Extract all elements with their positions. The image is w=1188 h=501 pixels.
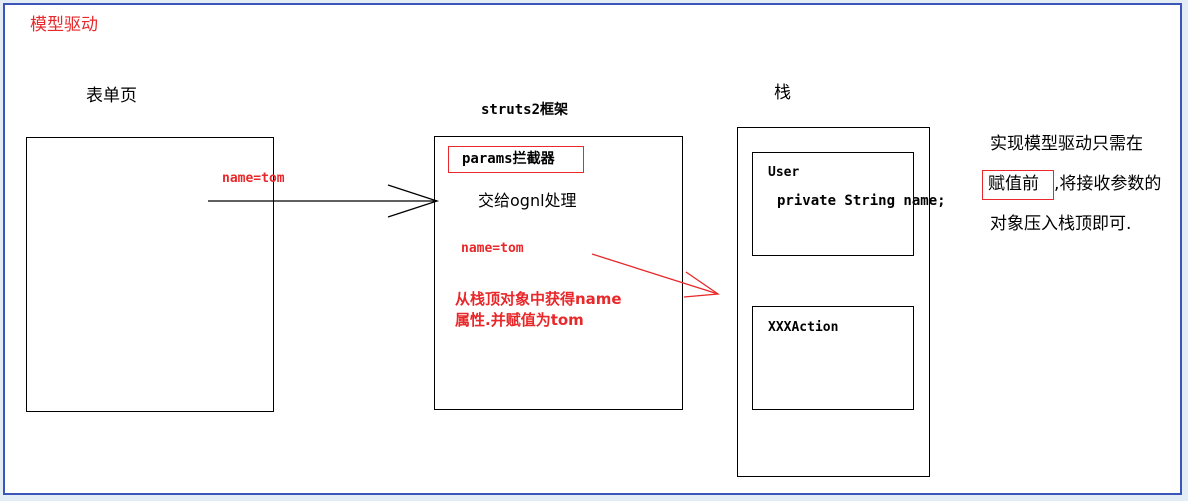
action-object-box xyxy=(752,306,914,410)
form-param-label: name=tom xyxy=(222,171,285,186)
explanation-line1: 实现模型驱动只需在 xyxy=(990,134,1143,154)
framework-note-line2: 属性.并赋值为tom xyxy=(455,311,584,329)
handoff-label: 交给ognl处理 xyxy=(478,191,577,210)
stack-label: 栈 xyxy=(774,83,791,103)
explanation-highlight-box xyxy=(982,170,1054,200)
form-page-box xyxy=(26,137,274,412)
framework-note-line1: 从栈顶对象中获得name xyxy=(455,290,622,308)
form-page-label: 表单页 xyxy=(86,86,137,106)
user-object-box xyxy=(752,152,914,256)
framework-label: struts2框架 xyxy=(481,102,569,118)
interceptor-highlight xyxy=(448,146,584,173)
diagram-title: 模型驱动 xyxy=(30,15,98,35)
interceptor-label: params拦截器 xyxy=(462,151,555,167)
explanation-line2: ,将接收参数的 xyxy=(1054,174,1162,194)
explanation-highlight: 赋值前 xyxy=(988,174,1039,194)
user-field: private String name; xyxy=(777,193,946,209)
framework-param-label: name=tom xyxy=(461,241,524,256)
explanation-line3: 对象压入栈顶即可. xyxy=(990,214,1132,234)
action-class-name: XXXAction xyxy=(768,320,839,335)
framework-box xyxy=(434,136,683,410)
user-class-name: User xyxy=(768,165,800,180)
